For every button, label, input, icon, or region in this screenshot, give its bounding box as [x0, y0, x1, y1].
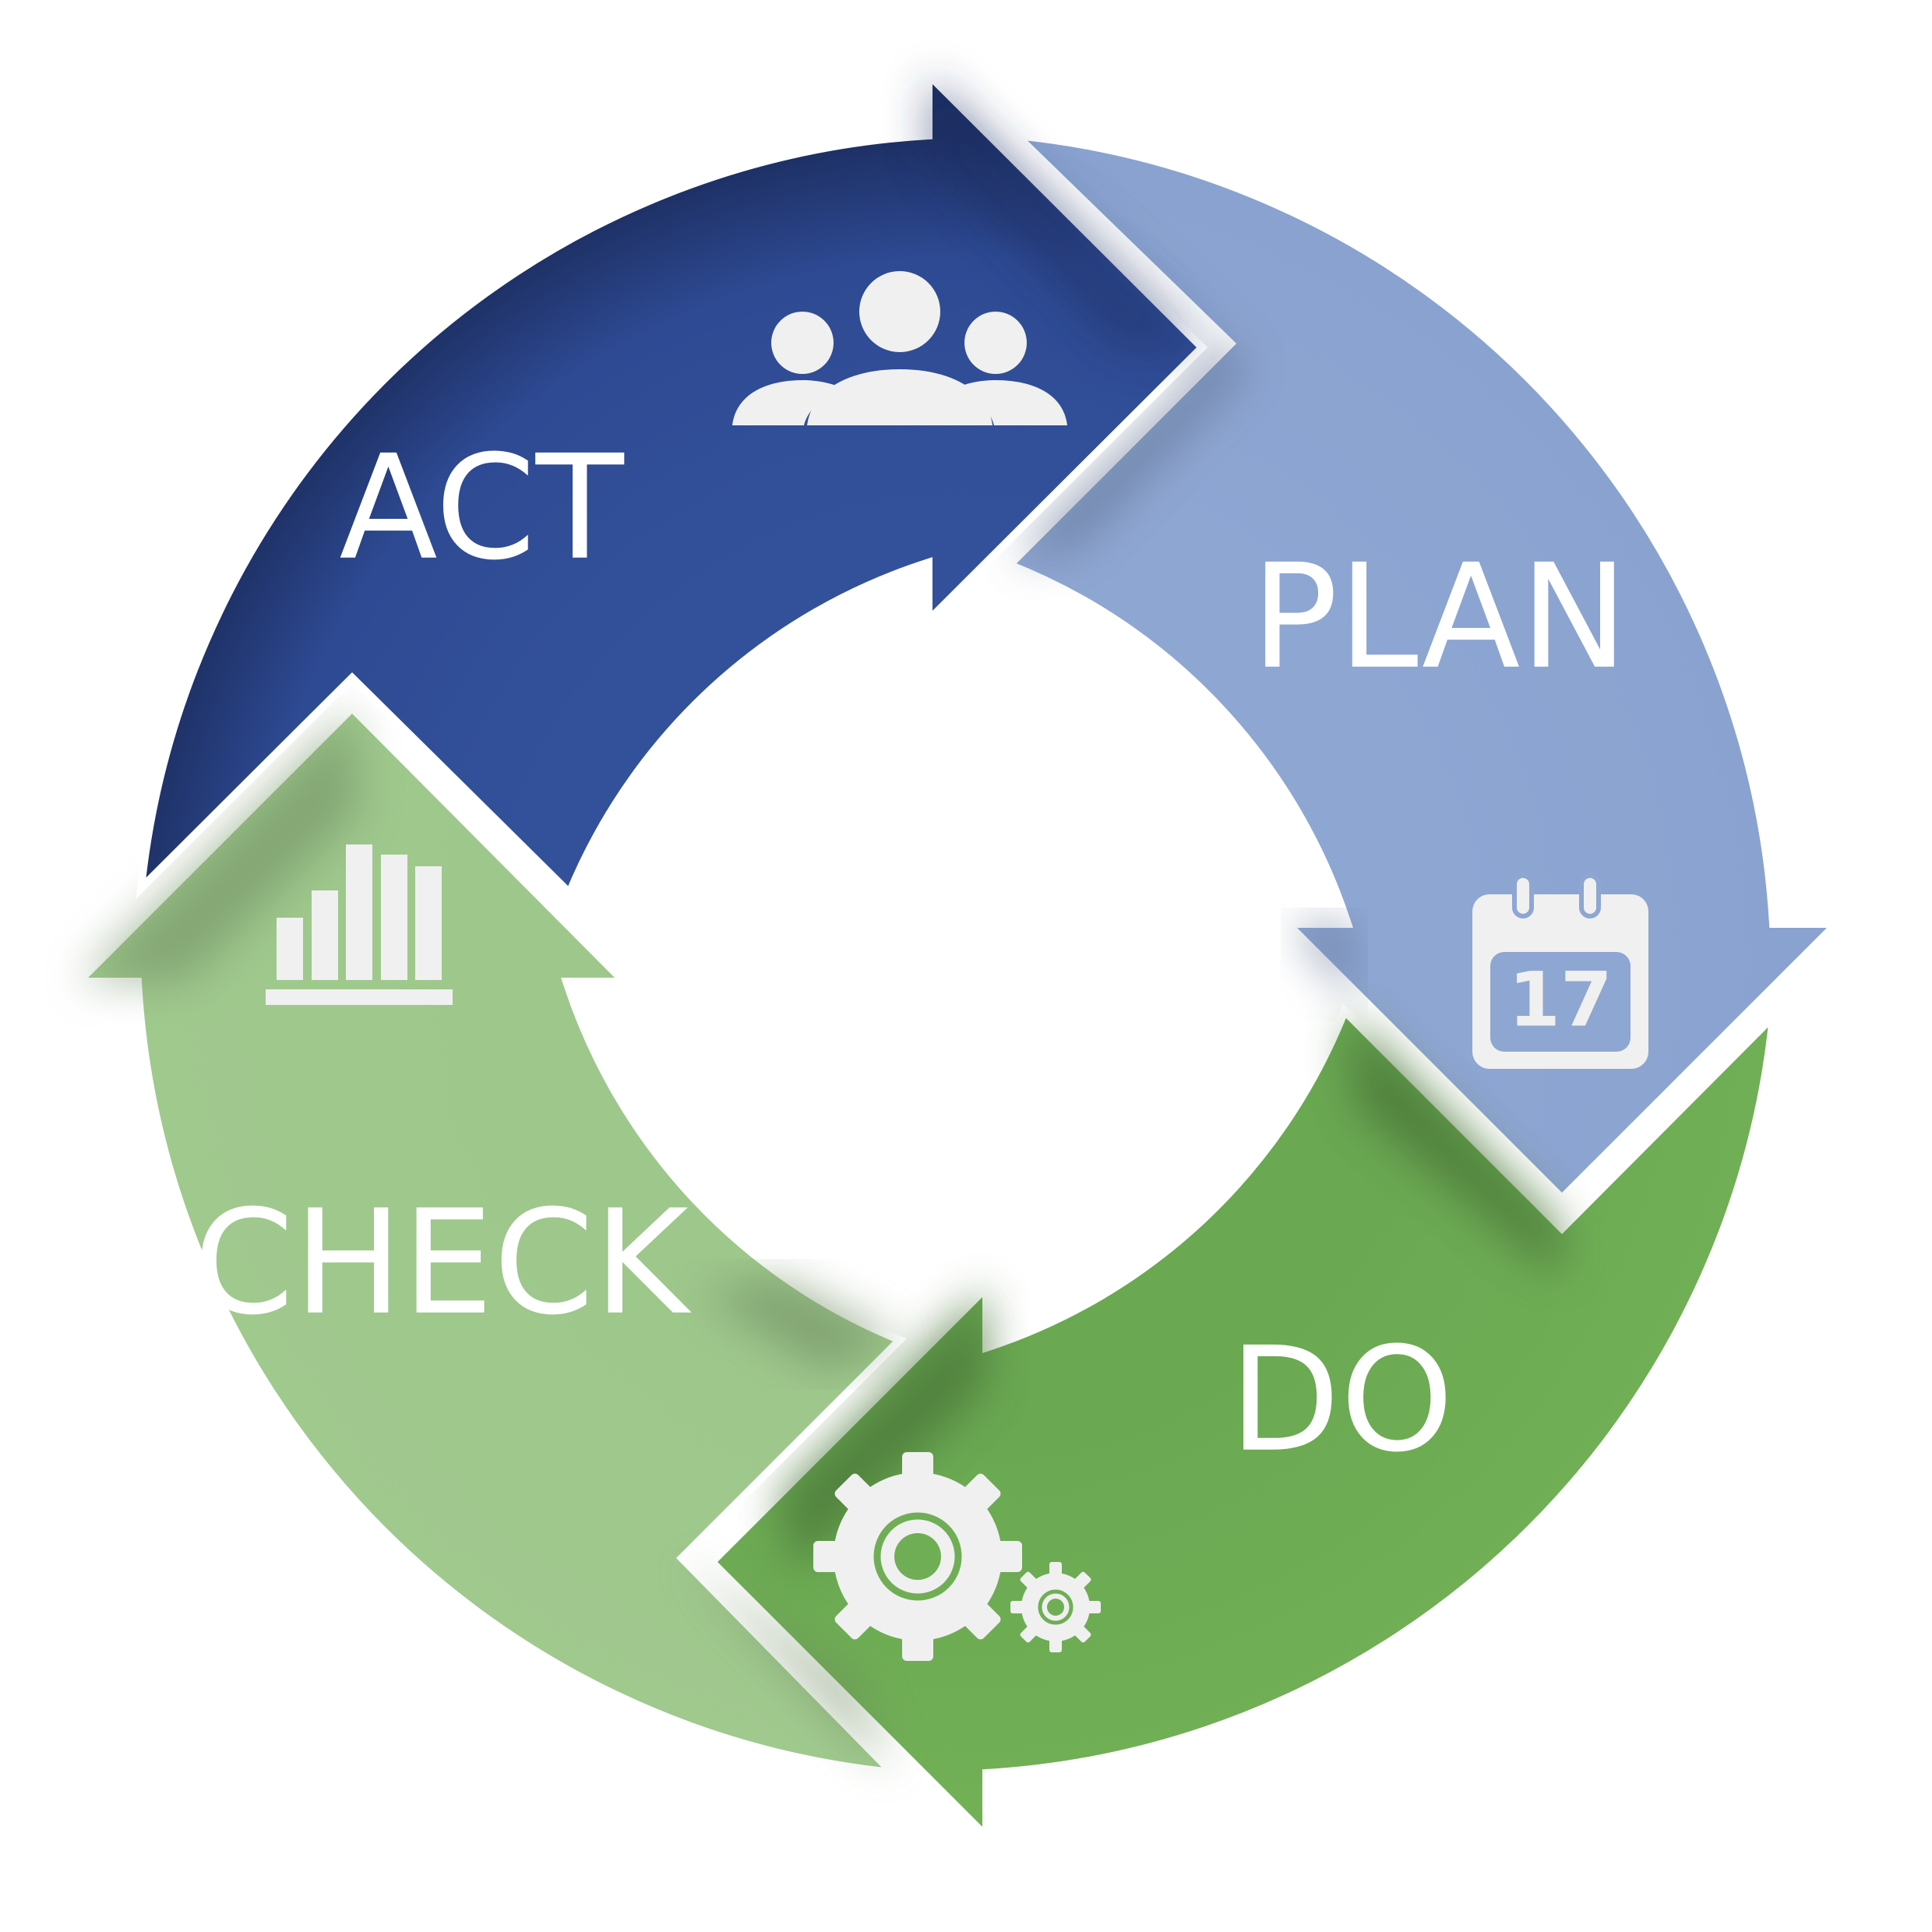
gears-icon [813, 1452, 1101, 1661]
calendar-day: 17 [1508, 956, 1613, 1043]
bar-chart-icon [266, 844, 453, 1005]
do-label: DO [1229, 1316, 1454, 1484]
plan-label: PLAN [1251, 533, 1628, 701]
check-label: CHECK [193, 1179, 692, 1347]
people-group-icon [732, 271, 1067, 425]
calendar-icon: 17 [1472, 873, 1648, 1069]
act-arrow [136, 65, 1208, 900]
act-label: ACT [339, 424, 624, 592]
